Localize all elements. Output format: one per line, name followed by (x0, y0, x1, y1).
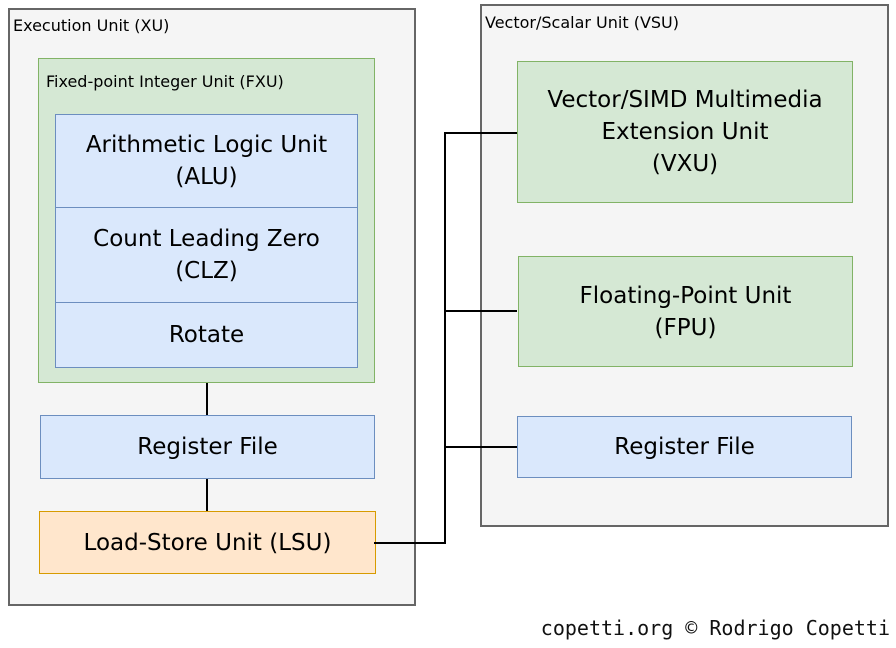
connector-bus-to-fpu (446, 310, 517, 312)
connector-bus-to-vsu-register-file (446, 446, 517, 448)
connector-fxu-to-register-file (206, 383, 208, 415)
rotate-box: Rotate (55, 302, 358, 368)
connector-lsu-to-bus (374, 542, 446, 544)
xu-register-file-box: Register File (40, 415, 375, 479)
vxu-label-line3: (VXU) (651, 151, 719, 177)
vsu-register-file-box: Register File (517, 416, 852, 478)
fpu-label-line1: Floating-Point Unit (579, 282, 792, 309)
clz-box: Count Leading Zero (CLZ) (55, 206, 358, 304)
fpu-box: Floating-Point Unit (FPU) (518, 256, 853, 367)
lsu-box: Load-Store Unit (LSU) (39, 511, 376, 574)
fxu-title: Fixed-point Integer Unit (FXU) (46, 72, 284, 91)
xu-register-file-label: Register File (137, 434, 278, 460)
connector-bus-to-vxu (446, 132, 517, 134)
connector-vertical-bus (444, 132, 446, 544)
execution-unit-title: Execution Unit (XU) (13, 16, 170, 35)
alu-box: Arithmetic Logic Unit (ALU) (55, 114, 358, 208)
connector-register-file-to-lsu (206, 479, 208, 511)
vector-scalar-unit-title: Vector/Scalar Unit (VSU) (485, 13, 679, 32)
vxu-label-line1: Vector/SIMD Multimedia (547, 87, 823, 113)
vsu-register-file-label: Register File (614, 434, 755, 460)
vxu-label-line2: Extension Unit (601, 119, 769, 145)
alu-label-line2: (ALU) (175, 164, 238, 190)
clz-label-line1: Count Leading Zero (93, 226, 320, 252)
fpu-label-line2: (FPU) (654, 314, 717, 341)
vxu-box: Vector/SIMD Multimedia Extension Unit (V… (517, 61, 853, 203)
alu-label-line1: Arithmetic Logic Unit (85, 132, 328, 158)
lsu-label: Load-Store Unit (LSU) (83, 529, 332, 556)
credit-watermark: copetti.org © Rodrigo Copetti (540, 616, 890, 640)
rotate-label: Rotate (168, 321, 245, 348)
clz-label-line2: (CLZ) (175, 258, 238, 284)
